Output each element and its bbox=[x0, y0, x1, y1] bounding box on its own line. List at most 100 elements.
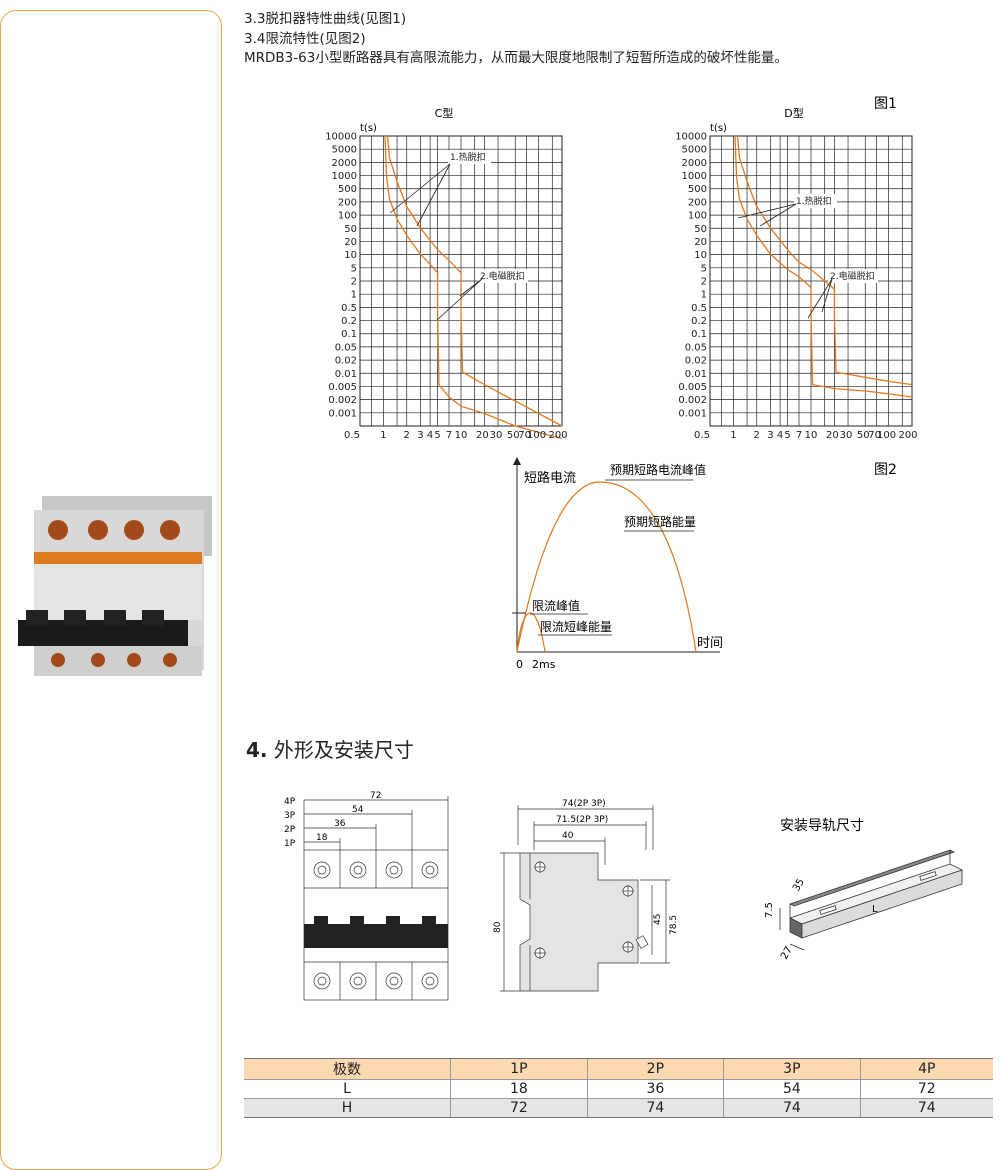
rail-dim-l: L bbox=[872, 904, 878, 915]
chart-d-x-tick-label: 0.5 bbox=[694, 430, 710, 441]
chart-c-annotation-label: 1.热脱扣 bbox=[450, 151, 486, 163]
chart-d-curve-2 bbox=[736, 135, 913, 386]
chart-d-title: D型 bbox=[784, 106, 803, 120]
chart-d-x-tick-label: 1 bbox=[730, 430, 736, 441]
side-dim-78-5: 78.5 bbox=[669, 915, 679, 935]
chart-d-x-tick-label: 5 bbox=[784, 430, 790, 441]
chart-d-y-tick-label: 0.002 bbox=[678, 395, 707, 406]
intro-line-trip-curve: 3.3脱扣器特性曲线(见图1) bbox=[244, 11, 407, 27]
rail-title: 安装导轨尺寸 bbox=[780, 818, 864, 834]
rail-dim-35: 35 bbox=[791, 877, 807, 894]
table-header-cell: 3P bbox=[723, 1058, 861, 1080]
chart-c-x-tick-label: 100 bbox=[527, 430, 546, 441]
chart-c-y-tick-label: 10 bbox=[344, 250, 357, 261]
chart-c-x-tick-label: 50 bbox=[507, 430, 520, 441]
chart-c-y-tick-label: 500 bbox=[338, 184, 357, 195]
chart-c-y-tick-label: 200 bbox=[338, 197, 357, 208]
side-dim-45: 45 bbox=[653, 914, 663, 925]
chart-d-y-tick-label: 0.5 bbox=[691, 303, 707, 314]
chart-d-y-tick-label: 10 bbox=[694, 250, 707, 261]
side-dim-80: 80 bbox=[493, 921, 503, 933]
chart-c-x-tick-label: 3 bbox=[417, 430, 423, 441]
fig2-tick-label: 2ms bbox=[532, 658, 556, 671]
chart-c-frame bbox=[359, 135, 563, 427]
table-cell: 72 bbox=[859, 1079, 993, 1099]
pole-label-1p: 1P bbox=[284, 839, 296, 849]
chart-d-annotation-label: 1.热脱扣 bbox=[796, 195, 832, 207]
chart-d-frame bbox=[709, 135, 913, 427]
chart-d-x-tick-label: 100 bbox=[877, 430, 896, 441]
trip-curve-chart-c: C型 t(s) 10000500020001000500200100502010… bbox=[325, 106, 567, 441]
rail-dim-27: 27 bbox=[779, 945, 795, 962]
side-dim-40: 40 bbox=[562, 831, 574, 841]
chart-d-x-tick-label: 4 bbox=[777, 430, 783, 441]
chart-c-x-tick-label: 2 bbox=[404, 430, 410, 441]
chart-d-y-tick-label: 10000 bbox=[675, 132, 707, 143]
chart-c-y-tick-label: 0.05 bbox=[335, 342, 357, 353]
chart-d-y-tick-label: 20 bbox=[694, 237, 707, 248]
table-header-cell: 4P bbox=[859, 1058, 993, 1080]
limited-peak-label: 限流峰值 bbox=[532, 598, 580, 613]
current-limit-figure: 短路电流 预期短路电流峰值 预期短路能量 限流峰值 限流短峰能量 时间 0 2m… bbox=[512, 457, 723, 671]
chart-c-y-tick-label: 0.001 bbox=[328, 408, 357, 419]
intro-text: 3.3脱扣器特性曲线(见图1) 3.4限流特性(见图2) MRDB3-63小型断… bbox=[244, 10, 788, 69]
fig1-label: 图1 bbox=[874, 96, 897, 112]
chart-c-y-tick-label: 50 bbox=[344, 224, 357, 235]
table-header-row: 极数 1P 2P 3P 4P bbox=[244, 1058, 993, 1080]
chart-d-x-tick-label: 50 bbox=[857, 430, 870, 441]
chart-d-y-tick-label: 2000 bbox=[682, 158, 707, 169]
chart-d-x-tick-label: 10 bbox=[805, 430, 818, 441]
chart-c-y-tick-label: 0.2 bbox=[341, 316, 357, 327]
chart-c-annotation-bg bbox=[448, 150, 491, 164]
limited-energy-label: 限流短峰能量 bbox=[540, 620, 612, 634]
table-cell: H bbox=[244, 1098, 451, 1118]
chart-d-y-tick-label: 0.2 bbox=[691, 316, 707, 327]
chart-c-y-tick-label: 1000 bbox=[332, 171, 357, 182]
chart-d-y-tick-label: 200 bbox=[688, 197, 707, 208]
table-cell: 74 bbox=[723, 1098, 861, 1118]
chart-c-y-tick-label: 5000 bbox=[332, 145, 357, 156]
pole-label-2p: 2P bbox=[284, 825, 296, 835]
chart-d-annotation-leader bbox=[737, 203, 797, 219]
chart-c-y-tick-label: 5 bbox=[351, 263, 357, 274]
table-row: L 18 36 54 72 bbox=[244, 1079, 993, 1099]
table-cell: 72 bbox=[450, 1098, 588, 1118]
chart-c-x-tick-label: 30 bbox=[490, 430, 503, 441]
chart-d-annotation-bg bbox=[828, 269, 878, 283]
chart-c-y-tick-label: 0.5 bbox=[341, 303, 357, 314]
table-header-cell: 2P bbox=[586, 1058, 724, 1080]
table-header-cell: 1P bbox=[450, 1058, 588, 1080]
chart-c-x-tick-label: 200 bbox=[548, 430, 567, 441]
chart-d-y-tick-label: 0.02 bbox=[685, 356, 707, 367]
chart-d-x-tick-label: 200 bbox=[898, 430, 917, 441]
chart-c-x-tick-label: 0.5 bbox=[344, 430, 360, 441]
chart-d-y-tick-label: 0.001 bbox=[678, 408, 707, 419]
table-cell: 54 bbox=[723, 1079, 861, 1099]
chart-c-y-tick-label: 2 bbox=[351, 277, 357, 288]
chart-c-x-tick-label: 20 bbox=[476, 430, 489, 441]
chart-c-y-tick-label: 0.002 bbox=[328, 395, 357, 406]
width-label-18: 18 bbox=[316, 833, 328, 843]
chart-c-annotation-bg bbox=[478, 269, 528, 283]
table-cell: 18 bbox=[450, 1079, 588, 1099]
chart-c-x-tick-label: 4 bbox=[427, 430, 433, 441]
section-title: 4. 外形及安装尺寸 bbox=[246, 734, 414, 763]
prospective-current-curve bbox=[516, 481, 697, 653]
table-header-cell: 极数 bbox=[244, 1058, 451, 1080]
chart-c-y-tick-label: 100 bbox=[338, 211, 357, 222]
table-cell: 74 bbox=[586, 1098, 724, 1118]
rail-dim-7-5: 7.5 bbox=[764, 902, 775, 918]
chart-d-y-tick-label: 0.1 bbox=[691, 329, 707, 340]
chart-c-y-tick-label: 0.005 bbox=[328, 382, 357, 393]
chart-d-curve-1 bbox=[734, 135, 913, 398]
table-cell: 36 bbox=[586, 1079, 724, 1099]
chart-c-y-tick-label: 0.01 bbox=[335, 369, 357, 380]
chart-c-x-tick-label: 70 bbox=[518, 430, 531, 441]
chart-d-annotation-leader bbox=[821, 278, 833, 313]
chart-c-y-tick-label: 10000 bbox=[325, 132, 357, 143]
section-number: 4. bbox=[246, 738, 268, 762]
chart-d-y-tick-label: 0.01 bbox=[685, 369, 707, 380]
limited-current-curve bbox=[516, 612, 546, 653]
pole-label-3p: 3P bbox=[284, 811, 296, 821]
prospective-peak-label: 预期短路电流峰值 bbox=[610, 462, 706, 477]
